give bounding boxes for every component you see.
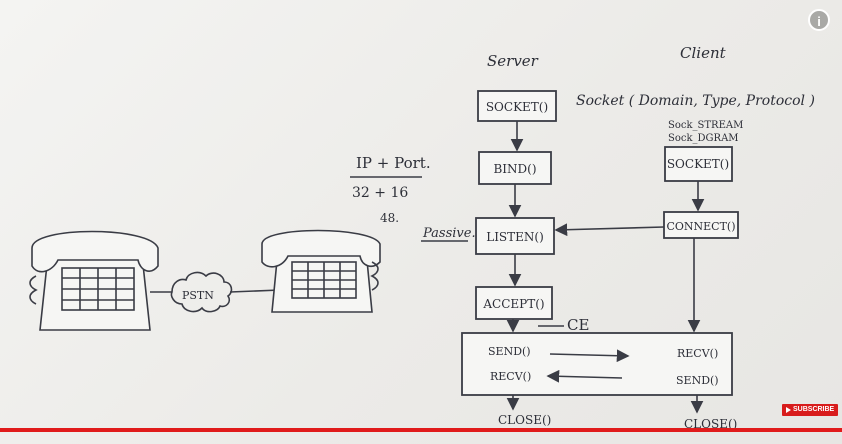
server-close-label: CLOSE() bbox=[498, 413, 551, 427]
video-progress-fill bbox=[0, 428, 842, 432]
client-close-label: CLOSE() bbox=[684, 417, 737, 431]
passive-label: Passive. bbox=[422, 226, 476, 241]
server-bind-box: BIND() bbox=[478, 151, 552, 185]
sock-dgram-label: Sock_DGRAM bbox=[668, 133, 739, 144]
server-listen-label: LISTEN() bbox=[486, 230, 544, 244]
subscribe-button[interactable]: SUBSCRIBE bbox=[782, 404, 839, 416]
server-recv-label: RECV() bbox=[490, 370, 531, 383]
server-send-label: SEND() bbox=[488, 345, 531, 358]
server-accept-box: ACCEPT() bbox=[475, 286, 553, 320]
bits-label: 32 + 16 bbox=[352, 185, 408, 201]
ce-label: CE bbox=[567, 316, 589, 334]
server-socket-label: SOCKET() bbox=[486, 100, 548, 114]
server-accept-label: ACCEPT() bbox=[482, 297, 544, 311]
sock-stream-label: Sock_STREAM bbox=[668, 120, 743, 131]
client-socket-box: SOCKET() bbox=[664, 146, 733, 182]
client-recv-label: RECV() bbox=[677, 347, 718, 360]
arrow-send-to-server bbox=[546, 369, 623, 383]
data-exchange-box bbox=[461, 332, 733, 396]
server-listen-box: LISTEN() bbox=[475, 217, 555, 255]
right-phone-line bbox=[229, 289, 281, 293]
client-connect-label: CONNECT() bbox=[666, 220, 735, 233]
socket-signature: Socket ( Domain, Type, Protocol ) bbox=[576, 93, 815, 109]
total-bits-label: 48. bbox=[380, 211, 399, 225]
pstn-cloud-icon bbox=[170, 271, 233, 313]
server-socket-box: SOCKET() bbox=[477, 90, 557, 122]
pstn-label: PSTN bbox=[182, 289, 214, 302]
server-heading: Server bbox=[487, 52, 539, 70]
client-connect-box: CONNECT() bbox=[663, 211, 739, 239]
client-socket-label: SOCKET() bbox=[667, 157, 729, 171]
server-bind-label: BIND() bbox=[493, 162, 536, 176]
video-progress-bar[interactable] bbox=[0, 428, 842, 432]
arrow-send-to-recv bbox=[549, 349, 630, 363]
ip-port-label: IP + Port. bbox=[356, 154, 431, 172]
subscribe-label: SUBSCRIBE bbox=[793, 406, 835, 413]
play-icon bbox=[786, 407, 791, 413]
info-icon[interactable]: i bbox=[808, 9, 830, 31]
client-send-label: SEND() bbox=[676, 374, 719, 387]
left-telephone-icon bbox=[29, 230, 159, 331]
arrow-connect-listen bbox=[554, 223, 665, 237]
right-telephone-icon bbox=[261, 229, 381, 313]
client-heading: Client bbox=[680, 44, 727, 62]
